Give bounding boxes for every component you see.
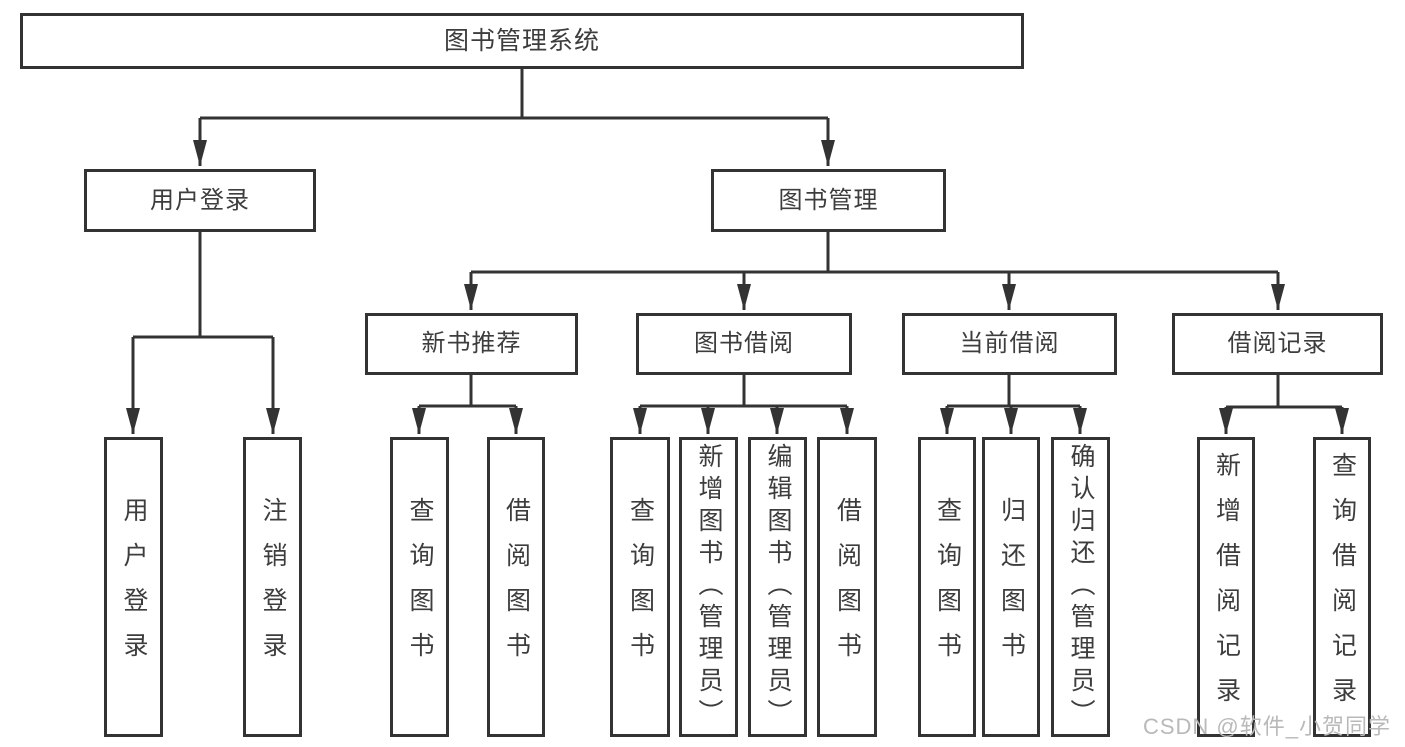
- connector-root-to-level2: [193, 69, 835, 166]
- leaf-edit-book-admin: 编辑图书（管理员）: [748, 437, 807, 737]
- leaf-borrow-query-book: 查询图书: [610, 437, 670, 737]
- leaf-add-book-admin: 新增图书（管理员）: [679, 437, 738, 737]
- leaf-edit-book-admin-label: 编辑图书（管理员）: [764, 443, 792, 731]
- node-current-borrow-label: 当前借阅: [959, 330, 1060, 357]
- leaf-borrow-query-book-label: 查询图书: [626, 497, 655, 677]
- leaf-current-query-book: 查询图书: [918, 437, 976, 737]
- node-borrow-records: 借阅记录: [1172, 313, 1383, 375]
- leaf-add-book-admin-label: 新增图书（管理员）: [695, 443, 723, 731]
- node-current-borrow: 当前借阅: [902, 313, 1117, 375]
- connector-book-mgmt-to-level3: [464, 232, 1285, 310]
- node-book-borrow-label: 图书借阅: [694, 330, 794, 357]
- leaf-newrec-borrow-book-label: 借阅图书: [502, 497, 531, 677]
- connector-current-borrow-children: [940, 375, 1087, 434]
- leaf-borrow-borrow-book: 借阅图书: [817, 437, 877, 737]
- connector-book-borrow-children: [633, 375, 854, 434]
- watermark-text: CSDN @软件_小贺同学: [1142, 714, 1391, 739]
- leaf-newrec-borrow-book: 借阅图书: [487, 437, 545, 737]
- leaf-add-borrow-record-label: 新增借阅记录: [1212, 452, 1241, 722]
- leaf-logout: 注销登录: [243, 437, 302, 737]
- leaf-return-book: 归还图书: [982, 437, 1040, 737]
- node-root: 图书管理系统: [20, 13, 1024, 69]
- connector-new-book-children: [412, 375, 523, 434]
- node-new-book-rec-label: 新书推荐: [421, 330, 522, 357]
- leaf-newrec-query-book-label: 查询图书: [406, 497, 434, 677]
- leaf-borrow-borrow-book-label: 借阅图书: [833, 497, 862, 677]
- leaf-current-query-book-label: 查询图书: [933, 497, 962, 677]
- node-book-mgmt-label: 图书管理: [778, 186, 879, 214]
- leaf-add-borrow-record: 新增借阅记录: [1197, 437, 1255, 737]
- leaf-confirm-return-admin: 确认归还（管理员）: [1051, 437, 1110, 737]
- connector-user-login-children: [126, 232, 280, 434]
- leaf-user-login: 用户登录: [104, 437, 163, 737]
- node-user-login-label: 用户登录: [150, 186, 250, 214]
- node-book-mgmt: 图书管理: [711, 169, 946, 232]
- node-borrow-records-label: 借阅记录: [1227, 330, 1328, 357]
- node-root-label: 图书管理系统: [443, 26, 600, 55]
- leaf-confirm-return-admin-label: 确认归还（管理员）: [1067, 443, 1095, 731]
- node-new-book-rec: 新书推荐: [365, 313, 578, 375]
- leaf-return-book-label: 归还图书: [997, 497, 1026, 677]
- leaf-query-borrow-record: 查询借阅记录: [1313, 437, 1371, 737]
- node-user-login: 用户登录: [84, 169, 316, 232]
- leaf-query-borrow-record-label: 查询借阅记录: [1328, 452, 1357, 722]
- connector-borrow-records-children: [1219, 375, 1349, 434]
- node-book-borrow: 图书借阅: [636, 313, 852, 375]
- leaf-logout-label: 注销登录: [259, 497, 287, 677]
- leaf-user-login-label: 用户登录: [120, 497, 148, 677]
- leaf-newrec-query-book: 查询图书: [390, 437, 449, 737]
